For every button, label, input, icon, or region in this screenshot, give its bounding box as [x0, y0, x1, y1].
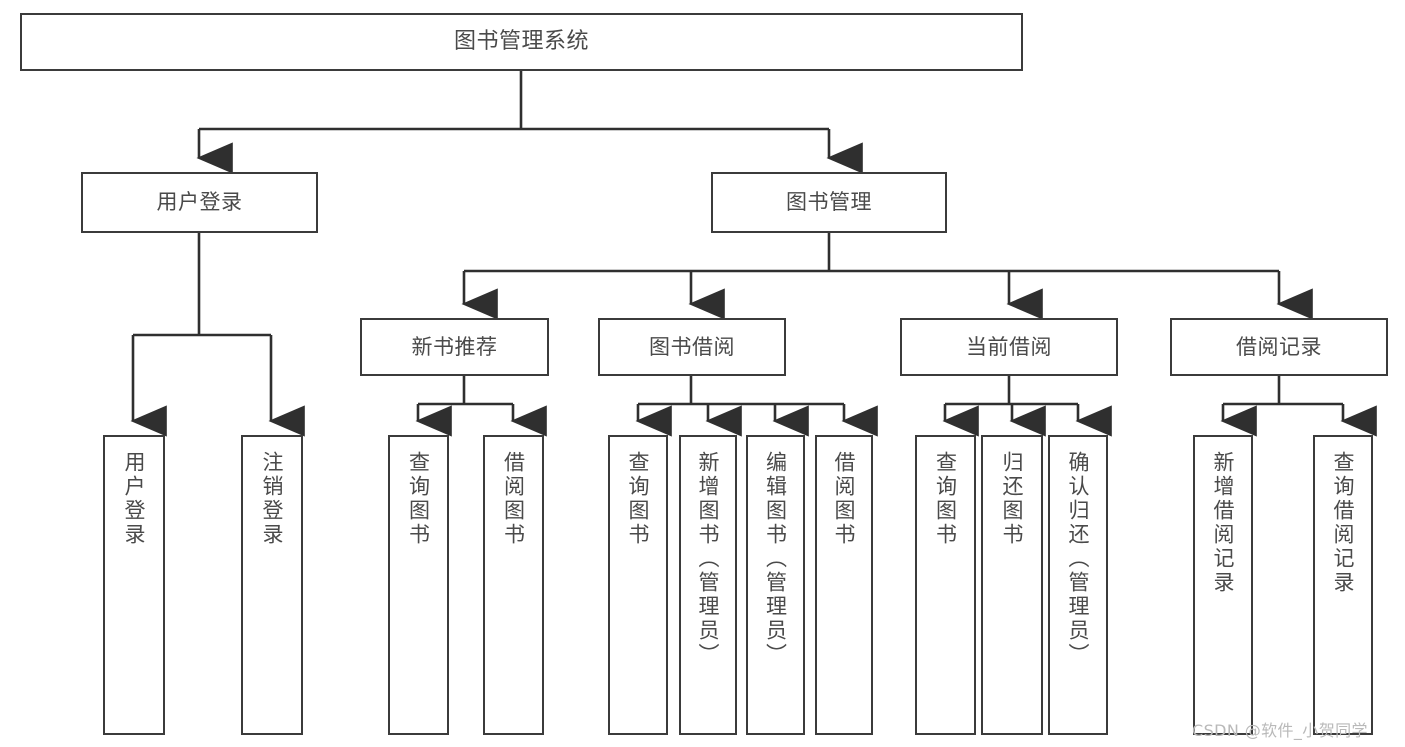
- node-label: 图书管理系统: [453, 29, 589, 55]
- node-label: 借阅记录: [1236, 334, 1322, 359]
- node-new-book-recommend[interactable]: 新书推荐: [360, 318, 549, 376]
- node-leaf-user-logout[interactable]: 注销登录: [241, 435, 303, 735]
- node-label: 确认归还（管理员）: [1066, 451, 1091, 667]
- node-leaf-user-login[interactable]: 用户登录: [103, 435, 165, 735]
- csdn-watermark: CSDN @软件_小贺同学: [1192, 721, 1368, 740]
- node-label: 当前借阅: [966, 334, 1052, 359]
- node-book-borrow[interactable]: 图书借阅: [598, 318, 786, 376]
- node-label: 编辑图书（管理员）: [763, 451, 788, 667]
- node-label: 查询图书: [626, 451, 651, 547]
- node-label: 借阅图书: [501, 451, 526, 547]
- node-label: 新增图书（管理员）: [696, 451, 721, 667]
- node-user-login[interactable]: 用户登录: [81, 172, 318, 233]
- node-leaf-query-borrow-record[interactable]: 查询借阅记录: [1313, 435, 1373, 735]
- node-label: 借阅图书: [832, 451, 857, 547]
- node-label: 查询图书: [406, 451, 431, 547]
- node-current-borrow[interactable]: 当前借阅: [900, 318, 1118, 376]
- node-leaf-edit-book-admin[interactable]: 编辑图书（管理员）: [746, 435, 805, 735]
- node-label: 用户登录: [122, 451, 147, 547]
- node-leaf-query-book-borrow[interactable]: 查询图书: [608, 435, 668, 735]
- node-leaf-confirm-return-admin[interactable]: 确认归还（管理员）: [1048, 435, 1108, 735]
- node-label: 用户登录: [156, 190, 243, 215]
- node-leaf-return-book[interactable]: 归还图书: [981, 435, 1043, 735]
- node-label: 图书借阅: [649, 334, 735, 359]
- node-label: 注销登录: [260, 451, 285, 547]
- node-leaf-add-book-admin[interactable]: 新增图书（管理员）: [679, 435, 737, 735]
- node-leaf-add-borrow-record[interactable]: 新增借阅记录: [1193, 435, 1253, 735]
- node-root-book-management-system[interactable]: 图书管理系统: [20, 13, 1023, 71]
- node-leaf-query-book-current[interactable]: 查询图书: [915, 435, 976, 735]
- node-borrow-record[interactable]: 借阅记录: [1170, 318, 1388, 376]
- node-label: 图书管理: [786, 190, 872, 215]
- node-leaf-query-book-recommend[interactable]: 查询图书: [388, 435, 449, 735]
- node-label: 查询借阅记录: [1331, 451, 1356, 595]
- node-label: 新书推荐: [411, 334, 498, 359]
- node-label: 查询图书: [933, 451, 958, 547]
- node-label: 归还图书: [1000, 451, 1025, 547]
- node-book-management[interactable]: 图书管理: [711, 172, 947, 233]
- node-leaf-borrow-book-recommend[interactable]: 借阅图书: [483, 435, 544, 735]
- node-leaf-borrow-book[interactable]: 借阅图书: [815, 435, 873, 735]
- node-label: 新增借阅记录: [1211, 451, 1236, 595]
